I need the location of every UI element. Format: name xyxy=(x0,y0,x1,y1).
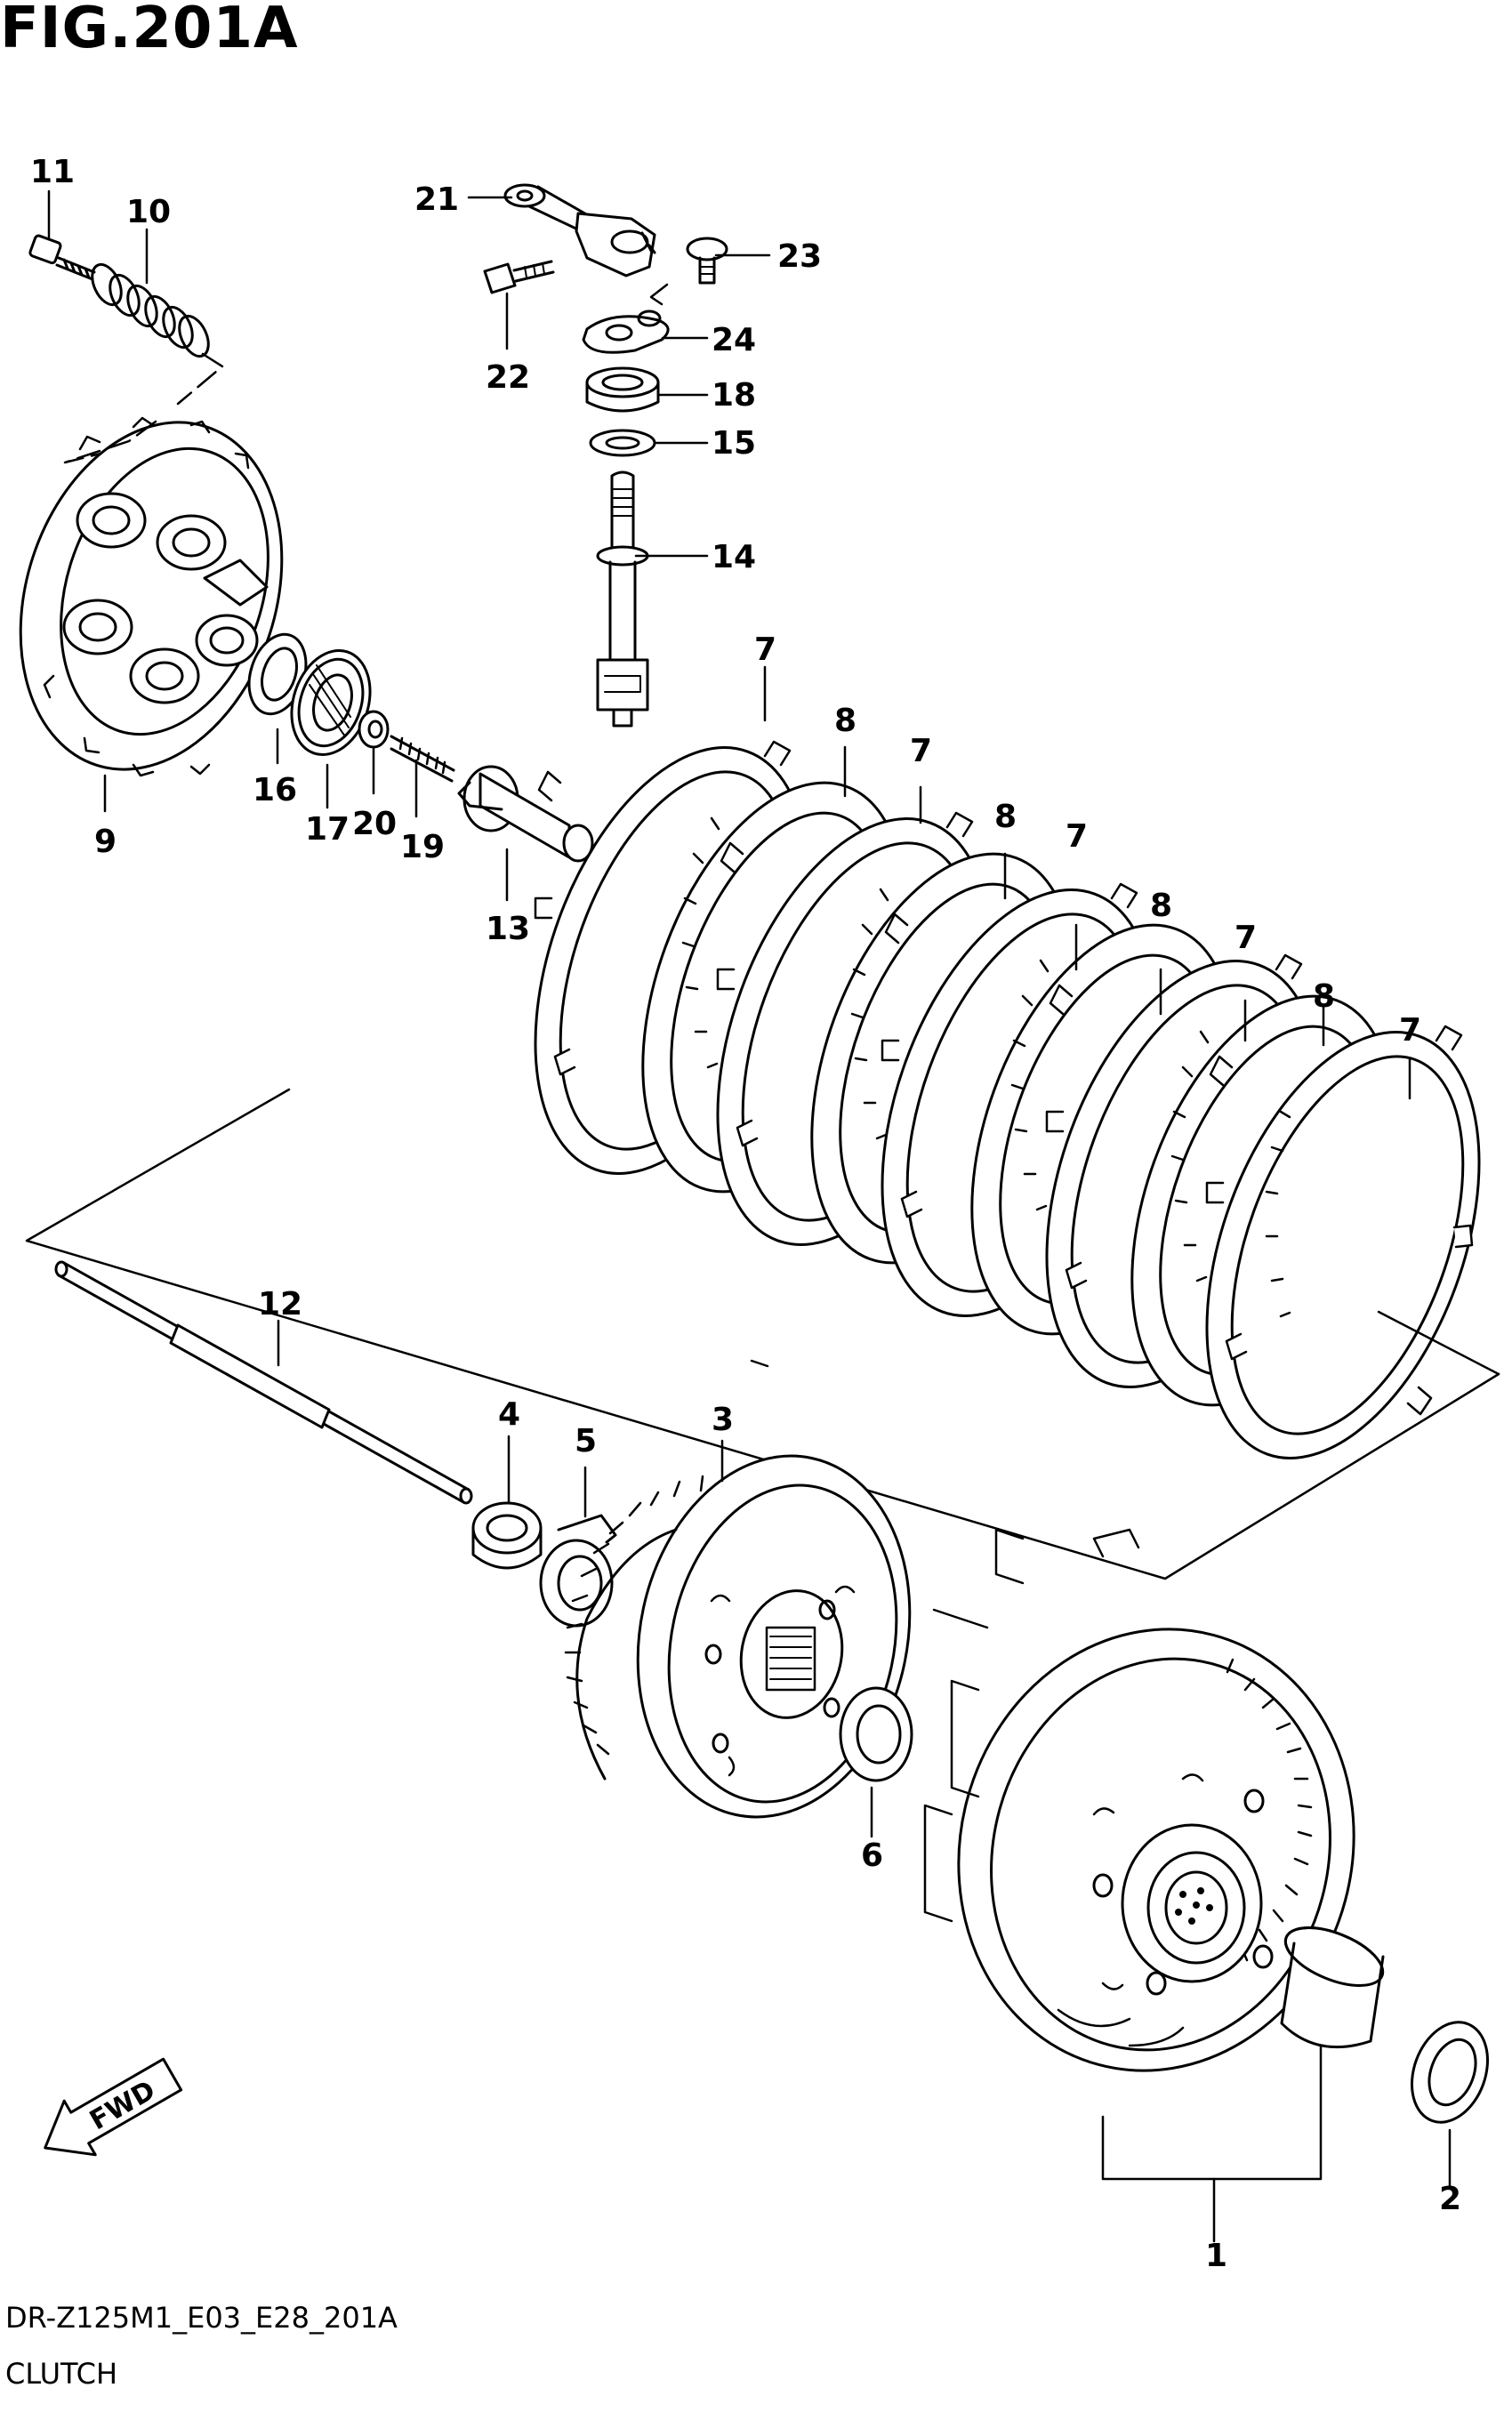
callout-21: 21 xyxy=(414,181,459,218)
push-piece xyxy=(457,765,594,863)
callout-12: 12 xyxy=(258,1286,302,1323)
spacer-sleeve xyxy=(1280,1926,1385,2049)
callout-20: 20 xyxy=(352,806,397,842)
callout-16: 16 xyxy=(253,772,297,808)
callout-8c: 8 xyxy=(1150,888,1172,924)
leader-lines xyxy=(47,189,1452,2190)
callout-8d: 8 xyxy=(1313,978,1335,1015)
diagram-caption: CLUTCH xyxy=(5,2357,118,2391)
release-bearing xyxy=(290,648,372,757)
callout-18: 18 xyxy=(712,377,756,414)
adjusting-screw xyxy=(390,735,455,783)
callout-11: 11 xyxy=(30,154,75,190)
clutch-housing xyxy=(923,1528,1355,2072)
washer-15 xyxy=(589,429,656,457)
callout-23: 23 xyxy=(777,238,822,275)
drive-plate-5 xyxy=(1205,1025,1481,1459)
screw-23 xyxy=(686,237,728,285)
callout-7d: 7 xyxy=(1235,920,1257,956)
callout-4: 4 xyxy=(498,1396,520,1433)
washer-20 xyxy=(358,710,390,749)
thrust-washer-2 xyxy=(1410,2021,1490,2124)
callout-24: 24 xyxy=(712,322,756,358)
push-rod xyxy=(54,1260,473,1505)
retainer-24 xyxy=(582,310,670,354)
figure-title: FIG.201A xyxy=(0,0,299,61)
callout-8b: 8 xyxy=(994,799,1017,835)
group-bracket xyxy=(25,1088,1500,1580)
spring-bolt xyxy=(28,234,96,281)
fwd-arrow: FWD xyxy=(44,2057,183,2157)
callout-2: 2 xyxy=(1439,2181,1461,2217)
callout-1: 1 xyxy=(1205,2238,1227,2274)
callout-14: 14 xyxy=(712,539,756,575)
washer-5 xyxy=(539,1514,617,1628)
diagram-code: DR-Z125M1_E03_E28_201A xyxy=(5,2301,398,2335)
callout-15: 15 xyxy=(712,425,756,462)
callout-7c: 7 xyxy=(1066,818,1088,855)
sleeve-hub xyxy=(564,1454,912,1819)
clutch-spring xyxy=(91,262,210,358)
bearing-4 xyxy=(471,1501,543,1570)
callout-3: 3 xyxy=(712,1402,734,1438)
arm-bolt-22 xyxy=(483,260,555,294)
release-shaft xyxy=(596,470,649,728)
callout-8a: 8 xyxy=(834,703,857,739)
callout-7e: 7 xyxy=(1399,1012,1421,1049)
callout-6: 6 xyxy=(861,1837,883,1874)
clutch-plate-stack xyxy=(534,740,1481,1459)
callout-5: 5 xyxy=(575,1423,597,1459)
callout-22: 22 xyxy=(486,359,530,396)
callout-10: 10 xyxy=(126,194,171,230)
release-arm xyxy=(503,183,656,277)
callout-17: 17 xyxy=(305,811,350,848)
washer-6 xyxy=(839,1686,913,1782)
callout-7a: 7 xyxy=(754,631,776,668)
callout-7b: 7 xyxy=(910,733,932,769)
alignment-line-spring xyxy=(63,352,224,464)
callout-13: 13 xyxy=(486,911,530,947)
callout-9: 9 xyxy=(94,824,117,860)
pressure-plate xyxy=(19,416,284,777)
oil-seal-18 xyxy=(585,366,660,413)
callout-numbers: 1 2 3 4 5 6 7 7 7 7 7 8 8 8 8 9 10 11 12… xyxy=(30,154,1461,2274)
callout-19: 19 xyxy=(400,829,445,865)
